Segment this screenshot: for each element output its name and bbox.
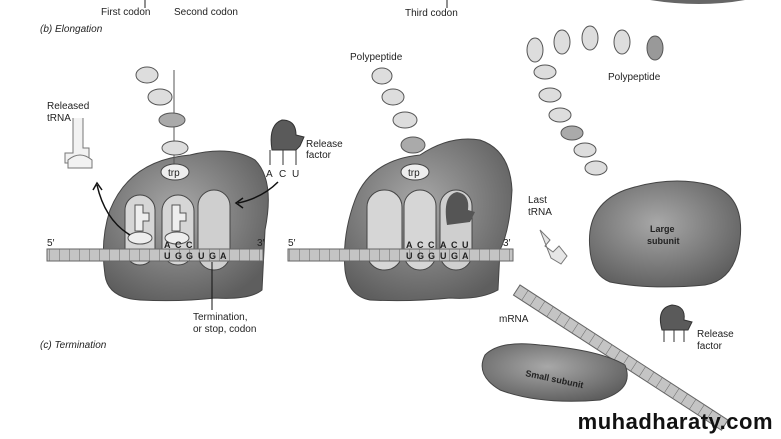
large-subunit — [588, 180, 742, 288]
release-factor-label-1: Release — [697, 329, 734, 340]
arrowhead-icon — [234, 197, 244, 209]
polypeptide-label: Polypeptide — [608, 72, 661, 83]
codon-base: U — [164, 251, 171, 261]
anticodon-base: C — [175, 240, 182, 250]
codon-base: G — [451, 251, 458, 261]
rf-anticodon-u: U — [292, 169, 299, 180]
mrna-label: mRNA — [499, 314, 529, 325]
trp-amino-acid — [400, 163, 430, 181]
small-subunit — [481, 343, 628, 402]
release-factor-label-2: factor — [697, 341, 723, 352]
second-codon-label: Second codon — [174, 7, 238, 18]
three-prime-label: 3′ — [503, 238, 511, 249]
released-trna-icon — [64, 118, 93, 169]
codon-base: G — [428, 251, 435, 261]
codon-base: G — [186, 251, 193, 261]
anticodon-base: C — [417, 240, 424, 250]
polypeptide-chain — [371, 67, 426, 154]
middle-ribosome — [343, 138, 513, 302]
anticodon-base: A — [406, 240, 413, 250]
watermark: muhadharaty.com — [577, 409, 773, 434]
codon-base: A — [220, 251, 227, 261]
first-codon-label: First codon — [101, 7, 150, 18]
last-trna-label-1: Last — [528, 195, 547, 206]
trp-label: trp — [408, 168, 420, 179]
arrowhead-icon — [92, 181, 103, 191]
rf-anticodon-a: A — [266, 169, 273, 180]
anticodon-base: U — [462, 240, 469, 250]
last-trna-icon — [539, 229, 568, 265]
release-factor-label-2: factor — [306, 150, 332, 161]
release-arrow-icon — [96, 184, 131, 236]
stop-codon-label-1: Termination, — [193, 312, 247, 323]
mrna-strand — [46, 248, 264, 262]
anticodon-base: A — [440, 240, 447, 250]
polypeptide-label: Polypeptide — [350, 52, 403, 63]
middle-codons: U G G U G A — [406, 251, 469, 261]
left-codons: U G G U G A — [164, 251, 227, 261]
mrna-strand — [287, 248, 514, 262]
anticodon-base: A — [164, 240, 171, 250]
anticodon-base: C — [428, 240, 435, 250]
section-c-label: (c) Termination — [40, 340, 107, 351]
five-prime-label: 5′ — [47, 238, 55, 249]
polypeptide-chain — [135, 66, 189, 165]
stop-codon-label-2: or stop, codon — [193, 324, 256, 335]
released-trna-label-2: tRNA — [47, 113, 71, 124]
free-polypeptide — [526, 25, 664, 176]
three-prime-label: 3′ — [257, 238, 265, 249]
codon-base: G — [209, 251, 216, 261]
five-prime-label: 5′ — [288, 238, 296, 249]
trna-icon — [127, 204, 190, 245]
released-trna-label-1: Released — [47, 101, 89, 112]
release-factor-label-1: Release — [306, 139, 343, 150]
anticodon-base: C — [186, 240, 193, 250]
large-subunit-label-2: subunit — [647, 236, 680, 246]
binding-arrow-icon — [237, 181, 279, 204]
large-subunit-label-1: Large — [650, 224, 675, 234]
section-b-label: (b) Elongation — [40, 24, 103, 35]
middle-anticodon: A C C A C U — [406, 240, 469, 250]
codon-base: U — [440, 251, 447, 261]
trp-label: trp — [168, 168, 180, 179]
release-factor-icon — [269, 119, 305, 165]
ribosome-fragment — [650, 0, 745, 4]
left-anticodon: A C C — [164, 240, 193, 250]
codon-base: G — [417, 251, 424, 261]
anticodon-base: C — [451, 240, 458, 250]
trp-amino-acid — [160, 163, 190, 181]
codon-base: U — [406, 251, 413, 261]
release-factor-icon — [659, 304, 693, 342]
codon-base: U — [198, 251, 205, 261]
rf-anticodon-c: C — [279, 169, 286, 180]
codon-base: G — [175, 251, 182, 261]
third-codon-label: Third codon — [405, 8, 458, 19]
codon-base: A — [462, 251, 469, 261]
last-trna-label-2: tRNA — [528, 207, 552, 218]
